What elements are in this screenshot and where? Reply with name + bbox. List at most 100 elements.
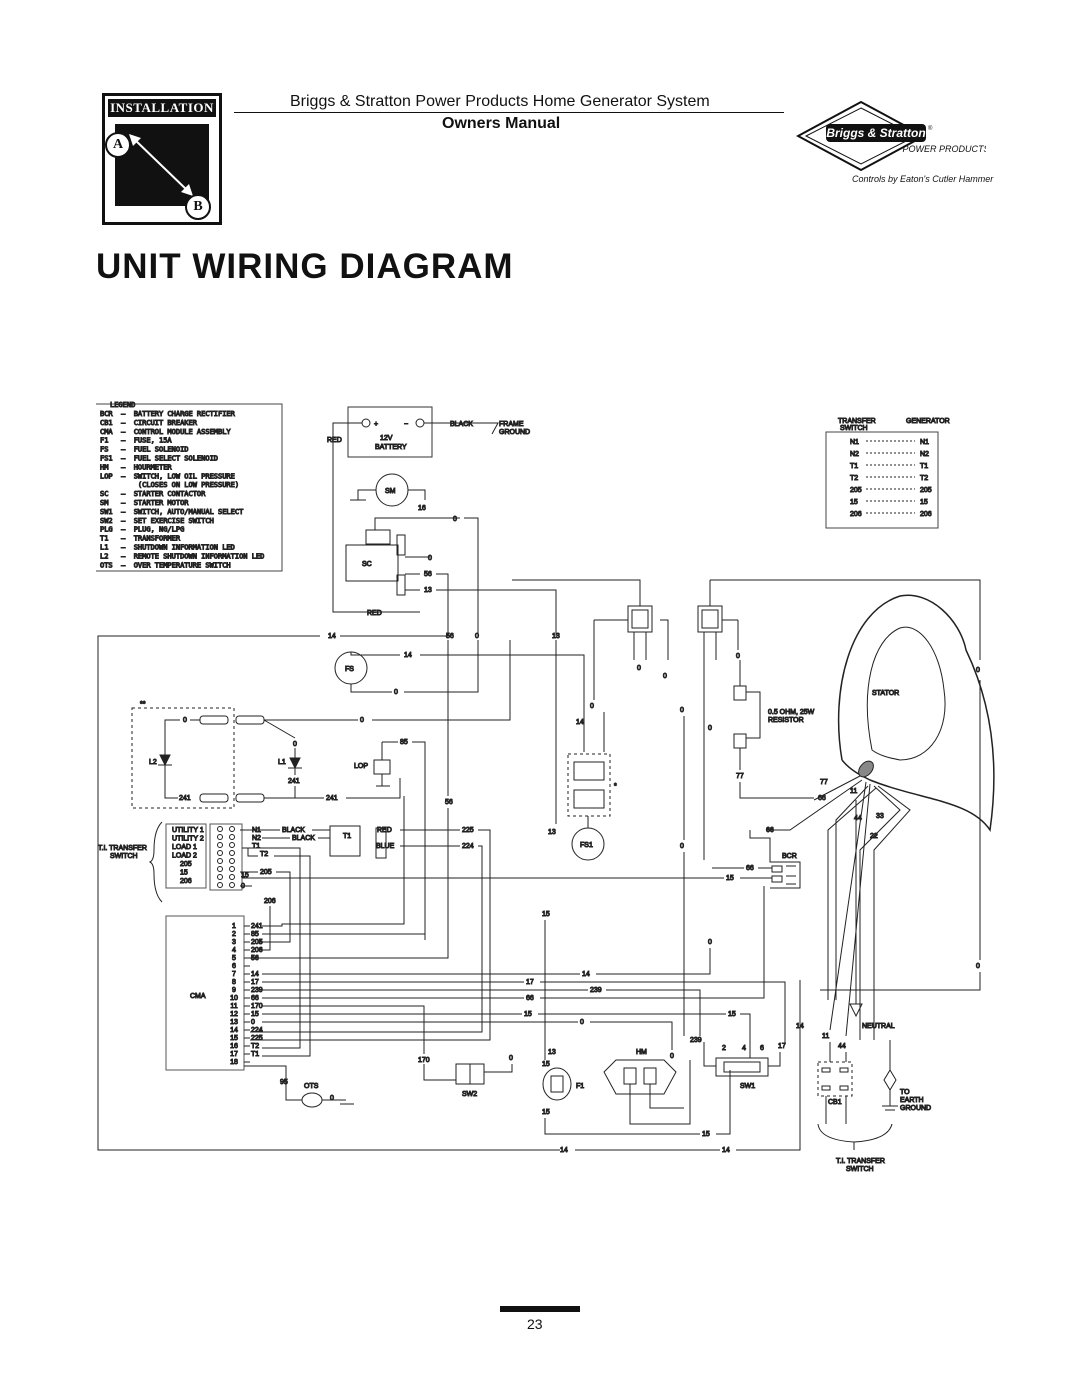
cma-pin-number: 9 — [232, 987, 236, 994]
tt-left-header2: SWITCH — [840, 425, 868, 432]
fs-label: FS — [345, 666, 354, 673]
wire-0n: 0 — [736, 653, 740, 660]
sm-label: SM — [385, 488, 396, 495]
wire-0g: 0 — [293, 741, 297, 748]
ts-label2: SWITCH — [110, 853, 138, 860]
tt-right-cell: T1 — [920, 463, 928, 470]
badge-panel — [115, 124, 209, 206]
ts-black1: BLACK — [282, 827, 305, 834]
ts-t1: T1 — [252, 843, 260, 850]
ots-label: OTS — [304, 1083, 319, 1090]
l2-label: L2 — [149, 759, 157, 766]
legend-item: L1 — SHUTDOWN INFORMATION LED — [100, 544, 235, 552]
terminal-hole — [218, 867, 223, 872]
ts-row: UTILITY 2 — [172, 836, 204, 843]
cma-pin-wire: T1 — [251, 1051, 259, 1058]
badge-a: A — [105, 132, 131, 158]
fuel-solenoid: FS 14 0 — [335, 640, 584, 740]
ts-n2: N2 — [252, 835, 261, 842]
ts-blue: BLUE — [376, 843, 395, 850]
cma-pin-number: 13 — [230, 1019, 238, 1026]
legend-item: T1 — TRANSFORMER — [100, 535, 181, 543]
legend-heading: LEGEND — [110, 401, 135, 409]
double-star: ** — [140, 701, 146, 708]
frame-ground-2: GROUND — [499, 429, 530, 436]
legend-item: SC — STARTER CONTACTOR — [100, 490, 206, 498]
starter-assembly: SM 16 SC 0 0 56 13 — [346, 474, 556, 636]
legend-item: CB1 — CIRCUIT BREAKER — [100, 419, 198, 427]
sw2: SW2 0 — [456, 1055, 514, 1099]
sw1-pin-4: 4 — [742, 1045, 746, 1052]
installation-badge: INSTALLATION A B — [102, 93, 222, 225]
wire-44a: 44 — [854, 815, 862, 822]
battery-black: BLACK — [450, 421, 473, 428]
legend-item: SW1 — SWITCH, AUTO/MANUAL SELECT — [100, 508, 244, 516]
tt-left-cell: T1 — [850, 463, 858, 470]
wire-14e: 14 — [796, 1023, 804, 1030]
wire-13c: 13 — [548, 1049, 556, 1056]
fuel-select-solenoid: * 13 FS1 — [548, 640, 618, 860]
stator: STATOR 77 66 66 11 44 33 22 NEUTRAL 11 4… — [766, 595, 994, 1051]
wire-15a: 15 — [524, 1011, 532, 1018]
cma-pin-wire: 85 — [251, 931, 259, 938]
bottom-ts-label1: T.I. TRANSFER — [836, 1158, 885, 1165]
wire-0q: 0 — [680, 707, 684, 714]
stator-label: STATOR — [872, 690, 899, 697]
ts-t2: T2 — [260, 851, 268, 858]
cb1: CB1 T.I. TRANSFER SWITCH TO EARTH GROUND — [818, 1040, 932, 1174]
cma-pin-number: 11 — [230, 1003, 237, 1010]
wire-16: 16 — [418, 505, 426, 512]
wire-0e: 0 — [183, 717, 187, 724]
wire-14a: 14 — [328, 633, 336, 640]
logo-sub: POWER PRODUCTS — [902, 144, 986, 154]
neutral-label: NEUTRAL — [862, 1023, 895, 1030]
resistor-label: RESISTOR — [768, 717, 804, 724]
terminal-hole — [218, 859, 223, 864]
cma-pin-wire: 239 — [251, 987, 263, 994]
wire-0b: 0 — [428, 555, 432, 562]
bcr: BCR 66 15 — [545, 830, 800, 888]
wire-14d: 14 — [576, 719, 584, 726]
wire-241b: 241 — [326, 795, 338, 802]
earth-1: TO — [900, 1089, 910, 1096]
wire-0p: 0 — [590, 703, 594, 710]
legend-item: CMA — CONTROL MODULE ASSEMBLY — [100, 428, 231, 436]
ots: 95 OTS 0 — [244, 1066, 354, 1107]
wire-15g: 15 — [726, 875, 734, 882]
legend-item: (CLOSES ON LOW PRESSURE) — [100, 481, 239, 489]
cma-pin-number: 1 — [232, 923, 236, 930]
terminal-hole — [230, 875, 235, 880]
tt-right-header: GENERATOR — [906, 418, 950, 425]
tt-right-cell: 205 — [920, 487, 932, 494]
ts-label1: T.I. TRANSFER — [98, 845, 147, 852]
wire-14-bottom2: 14 — [722, 1147, 730, 1154]
cma-pin-number: 10 — [230, 995, 238, 1002]
wire-0i: 0 — [670, 1053, 674, 1060]
cma-pin-number: 12 — [230, 1011, 238, 1018]
hm-label: HM — [636, 1049, 647, 1056]
terminal-hole — [230, 827, 235, 832]
wire-225: 225 — [462, 827, 474, 834]
terminal-hole — [230, 867, 235, 872]
wire-239b: 239 — [690, 1037, 702, 1044]
cma-pin-number: 18 — [230, 1059, 238, 1066]
cma-pin-wire: 225 — [251, 1035, 263, 1042]
wire-14b: 14 — [404, 652, 412, 659]
wire-17a: 17 — [526, 979, 534, 986]
legend-item: SW2 — SET EXERCISE SWITCH — [100, 517, 214, 525]
l1-label: L1 — [278, 759, 286, 766]
header-manual-title: Owners Manual — [442, 115, 561, 132]
ts-row: UTILITY 1 — [172, 827, 204, 834]
briggs-stratton-logo: Briggs & Stratton ® POWER PRODUCTS — [796, 100, 986, 172]
logo-brand: Briggs & Stratton — [826, 126, 925, 140]
cma-pin-number: 6 — [232, 963, 236, 970]
wire-13d: 13 — [548, 829, 556, 836]
tt-right-cell: 15 — [920, 499, 928, 506]
badge-b: B — [185, 194, 211, 220]
wire-0t: 0 — [708, 939, 712, 946]
tt-right-cell: N2 — [920, 451, 929, 458]
tt-left-cell: 205 — [850, 487, 862, 494]
tt-left-header: TRANSFER — [838, 418, 876, 425]
